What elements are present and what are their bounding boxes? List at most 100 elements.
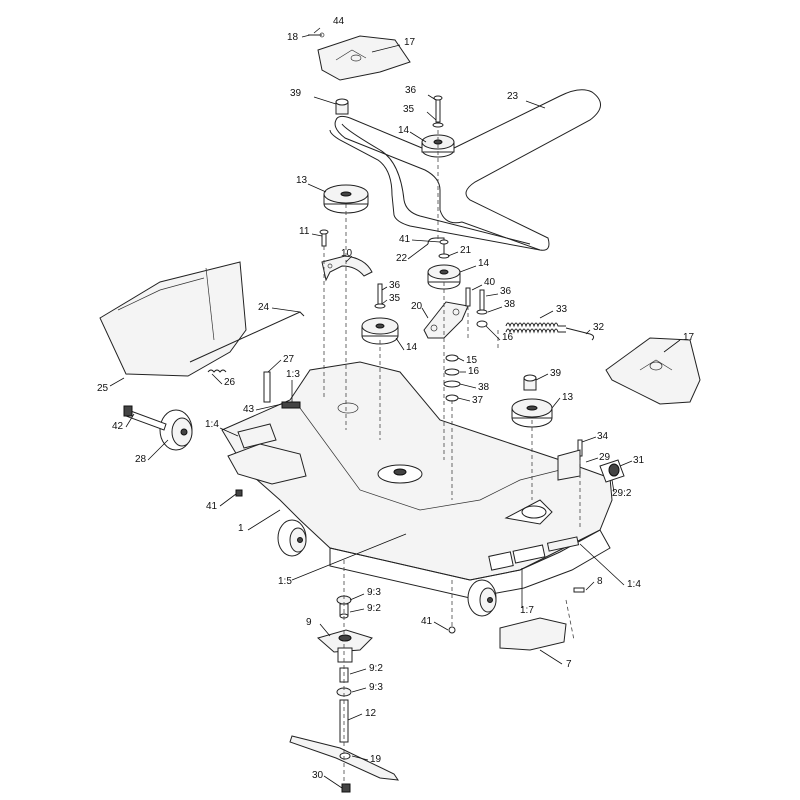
bracket-10 bbox=[321, 255, 373, 282]
callout-label: 1:5 bbox=[278, 576, 292, 587]
discharge-chute bbox=[99, 261, 247, 377]
callout-label: 20 bbox=[411, 301, 423, 312]
callout-leader bbox=[407, 243, 429, 260]
callout-label: 14 bbox=[398, 125, 410, 136]
callout-leader bbox=[349, 593, 365, 601]
callout-label: 25 bbox=[97, 383, 109, 394]
callout-label: 1:7 bbox=[520, 605, 534, 616]
callout-leader bbox=[351, 687, 367, 693]
nut-41-bottom bbox=[448, 626, 456, 634]
callout-label: 21 bbox=[460, 245, 472, 256]
callout-leader bbox=[551, 397, 561, 409]
callout-leader bbox=[307, 183, 327, 193]
mower-deck bbox=[221, 361, 613, 599]
callout-label: 1:3 bbox=[286, 369, 300, 380]
callout-leader bbox=[579, 543, 625, 586]
decal-1-7 bbox=[488, 544, 546, 571]
callout-label: 34 bbox=[597, 431, 609, 442]
callout-label: 9 bbox=[306, 617, 312, 628]
callout-label: 22 bbox=[396, 253, 408, 264]
callout-leader bbox=[349, 668, 367, 675]
bracket-1-4-left bbox=[227, 423, 307, 485]
callout-label: 27 bbox=[283, 354, 295, 365]
callout-label: 44 bbox=[333, 16, 345, 27]
tension-rod bbox=[557, 439, 625, 483]
callout-leader bbox=[459, 383, 477, 389]
rod-32 bbox=[565, 327, 595, 341]
callout-label: 1:4 bbox=[205, 419, 219, 430]
callout-leader bbox=[447, 251, 459, 257]
callout-leader bbox=[345, 255, 353, 263]
callout-leader bbox=[219, 427, 239, 437]
callout-label: 16 bbox=[468, 366, 480, 377]
callout-leader bbox=[211, 373, 223, 385]
spring-26 bbox=[207, 369, 227, 373]
callout-leader bbox=[421, 307, 429, 319]
callout-leader bbox=[313, 96, 337, 105]
callout-label: 37 bbox=[472, 395, 484, 406]
callout-leader bbox=[585, 457, 599, 463]
callout-leader bbox=[539, 310, 554, 319]
callout-label: 36 bbox=[389, 280, 401, 291]
decal-1-4-right bbox=[546, 536, 580, 552]
callout-label: 15 bbox=[466, 355, 478, 366]
callout-label: 9:3 bbox=[367, 587, 381, 598]
callout-label: 9:3 bbox=[369, 682, 383, 693]
drive-belt bbox=[329, 89, 601, 251]
callout-label: 32 bbox=[593, 322, 605, 333]
callout-leader bbox=[347, 713, 363, 721]
callout-leader bbox=[311, 233, 323, 237]
callout-leader bbox=[611, 479, 615, 493]
callout-label: 11 bbox=[299, 226, 310, 237]
spring-33 bbox=[505, 322, 566, 334]
callout-leader bbox=[427, 94, 437, 101]
pin bbox=[308, 32, 325, 38]
callout-leader bbox=[433, 621, 449, 631]
bracket-27 bbox=[263, 371, 271, 403]
decal-1-3 bbox=[281, 401, 301, 409]
bolt-hook-22 bbox=[427, 237, 450, 259]
callout-leader bbox=[381, 299, 388, 305]
callout-label: 9:2 bbox=[369, 663, 383, 674]
belt-cover-top bbox=[317, 35, 411, 81]
bolt-8 bbox=[573, 587, 585, 593]
callout-leader bbox=[535, 373, 549, 381]
idler-arm-20 bbox=[423, 301, 469, 339]
callout-label: 41 bbox=[399, 234, 411, 245]
callout-label: 18 bbox=[287, 32, 299, 43]
callout-leader bbox=[525, 100, 546, 109]
callout-label: 13 bbox=[296, 175, 308, 186]
callout-label: 36 bbox=[500, 286, 512, 297]
callout-leader bbox=[485, 325, 501, 341]
callout-label: 29:2 bbox=[612, 488, 632, 499]
callout-label: 24 bbox=[258, 302, 270, 313]
callout-label: 13 bbox=[562, 392, 574, 403]
callout-label: 8 bbox=[597, 576, 603, 587]
callout-leader bbox=[267, 359, 282, 373]
callout-label: 35 bbox=[403, 104, 415, 115]
baffle-plate-7 bbox=[499, 617, 567, 651]
callout-leader bbox=[457, 357, 465, 362]
callout-leader bbox=[487, 306, 503, 313]
callout-label: 42 bbox=[112, 421, 124, 432]
callout-label: 31 bbox=[633, 455, 645, 466]
callout-leader bbox=[395, 337, 405, 351]
callout-label: 19 bbox=[370, 754, 382, 765]
callout-leader bbox=[619, 460, 633, 467]
callout-label: 41 bbox=[421, 616, 433, 627]
callout-label: 40 bbox=[484, 277, 496, 288]
callout-leader bbox=[125, 413, 135, 428]
callout-leader bbox=[539, 649, 563, 665]
callout-leader bbox=[291, 533, 407, 581]
wheel-front-left bbox=[277, 519, 307, 557]
callout-label: 10 bbox=[341, 248, 353, 259]
callout-leader bbox=[351, 755, 369, 761]
callout-leader bbox=[255, 403, 283, 411]
callout-label: 35 bbox=[389, 293, 401, 304]
callout-label: 14 bbox=[406, 342, 418, 353]
wheel-28 bbox=[159, 409, 193, 451]
callout-label: 14 bbox=[478, 258, 490, 269]
callout-leader bbox=[581, 436, 597, 443]
belt-cover-right bbox=[605, 337, 701, 405]
